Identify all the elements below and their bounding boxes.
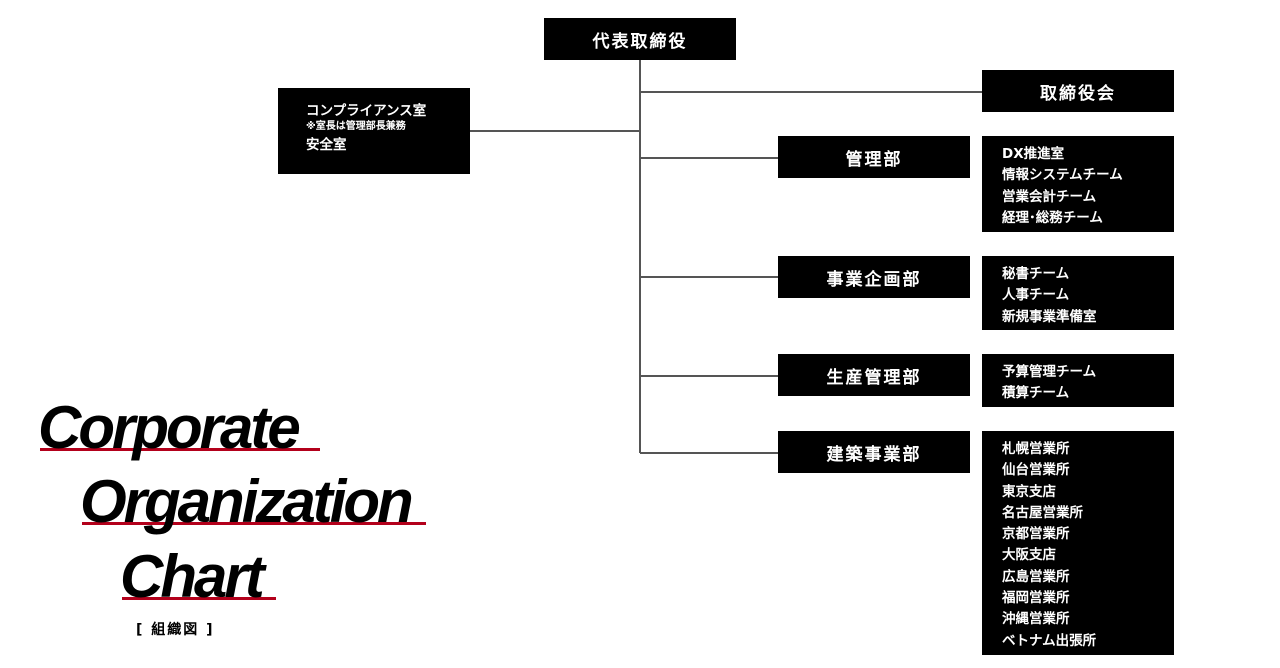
- board-label: 取締役会: [1040, 83, 1116, 104]
- title-underline-2: [82, 522, 426, 525]
- dept-box-jigyo: 事業企画部: [778, 256, 970, 298]
- board-box: 取締役会: [982, 70, 1174, 112]
- office-item: 東京支店: [1002, 483, 1056, 500]
- team-item: DX推進室: [1002, 146, 1065, 162]
- dept-label: 生産管理部: [826, 367, 922, 388]
- team-list-seisan: 予算管理チーム 積算チーム: [982, 354, 1174, 407]
- dept-box-kenchiku: 建築事業部: [778, 431, 970, 473]
- dept-label: 管理部: [845, 149, 903, 170]
- office-item: 沖縄営業所: [1002, 611, 1070, 628]
- title-underline-1: [40, 448, 320, 451]
- team-list-jigyo: 秘書チーム 人事チーム 新規事業準備室: [982, 256, 1174, 330]
- team-item: 新規事業準備室: [1002, 308, 1097, 325]
- team-item: 経理･総務チーム: [1002, 209, 1103, 226]
- team-item: 営業会計チーム: [1002, 188, 1097, 205]
- safety-office-label: 安全室: [306, 137, 347, 153]
- team-item: 予算管理チーム: [1002, 364, 1097, 380]
- office-item: 京都営業所: [1002, 526, 1070, 543]
- office-item: ベトナム出張所: [1002, 632, 1097, 649]
- office-item: 福岡営業所: [1002, 590, 1070, 607]
- ceo-box: 代表取締役: [544, 18, 736, 60]
- subtitle-soshikizu: [ 組織図 ]: [136, 622, 215, 638]
- compliance-note: ※室長は管理部長兼務: [306, 121, 406, 132]
- dept-box-kanri: 管理部: [778, 136, 970, 178]
- team-item: 人事チーム: [1002, 287, 1070, 304]
- compliance-label: コンプライアンス室: [306, 103, 427, 119]
- team-item: 秘書チーム: [1002, 266, 1070, 282]
- office-item: 名古屋営業所: [1002, 504, 1083, 521]
- title-line-corporate: Corporate: [38, 394, 301, 461]
- compliance-box: コンプライアンス室 ※室長は管理部長兼務 安全室: [278, 88, 470, 174]
- office-item: 札幌営業所: [1002, 441, 1070, 457]
- office-item: 仙台営業所: [1002, 462, 1070, 479]
- team-list-kenchiku: 札幌営業所 仙台営業所 東京支店 名古屋営業所 京都営業所 大阪支店 広島営業所…: [982, 431, 1174, 655]
- team-item: 情報システムチーム: [1002, 167, 1123, 184]
- office-item: 広島営業所: [1002, 568, 1070, 585]
- title-line-organization: Organization: [80, 468, 414, 535]
- title-underline-3: [122, 597, 276, 600]
- team-list-kanri: DX推進室 情報システムチーム 営業会計チーム 経理･総務チーム: [982, 136, 1174, 232]
- office-item: 大阪支店: [1002, 547, 1056, 564]
- team-item: 積算チーム: [1002, 385, 1070, 402]
- dept-label: 建築事業部: [826, 444, 922, 465]
- ceo-label: 代表取締役: [592, 31, 688, 52]
- dept-box-seisan: 生産管理部: [778, 354, 970, 396]
- dept-label: 事業企画部: [826, 269, 922, 290]
- title-line-chart: Chart: [120, 543, 265, 610]
